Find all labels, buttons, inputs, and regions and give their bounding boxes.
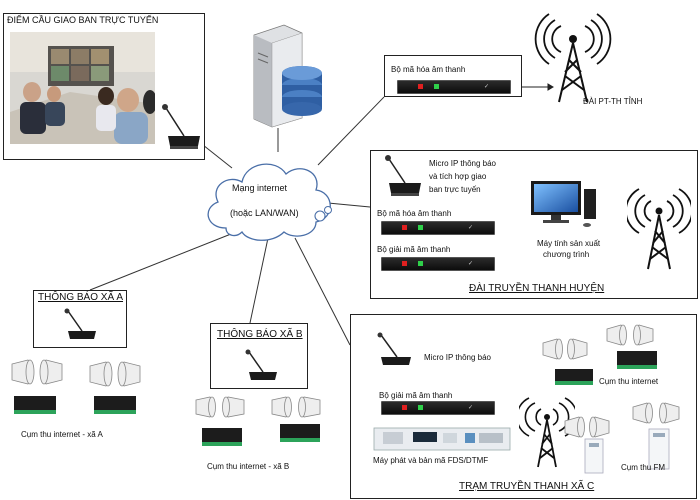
network-sublabel: (hoặc LAN/WAN) (230, 208, 299, 218)
video-conference-title: ĐIỂM CẦU GIAO BAN TRỰC TUYẾN (7, 15, 159, 25)
province-encoder-box: Bộ mã hóa âm thanh ✓ (384, 55, 522, 97)
commune-c-fm-cluster-label: Cụm thu FM (621, 463, 666, 472)
commune-b-title: THÔNG BÁO XÃ B (217, 329, 303, 340)
district-decoder-device: ✓ (381, 257, 495, 271)
video-conference-box: ĐIỂM CẦU GIAO BAN TRỰC TUYẾN (3, 13, 205, 160)
district-microphone-icon (385, 155, 421, 196)
line-conference (202, 144, 233, 169)
commune-b-microphone-icon (245, 349, 277, 380)
internet-cloud-icon (207, 163, 332, 241)
line-province (317, 96, 385, 166)
district-encoder-device: ✓ (381, 221, 495, 235)
line-commune-c (294, 237, 351, 346)
district-encoder-label: Bộ mã hóa âm thanh (377, 209, 452, 218)
commune-c-station-title: TRẠM TRUYỀN THANH XÃ C (459, 481, 595, 492)
network-label: Mạng internet (232, 183, 288, 193)
commune-a-microphone-icon (64, 308, 96, 339)
commune-c-microphone-icon (377, 332, 411, 365)
district-mic-label-2: và tích hợp giao (429, 172, 487, 181)
province-encoder-label: Bộ mã hóa âm thanh (391, 65, 466, 74)
fm-transmitter-device (373, 427, 511, 451)
server-database-icon (253, 24, 322, 128)
commune-b-box: THÔNG BÁO XÃ B (210, 323, 308, 389)
province-encoder-device: ✓ (397, 80, 511, 94)
transmitter-label: Máy phát và bản mã FDS/DTMF (373, 456, 489, 465)
conference-microphone-icon (162, 104, 200, 149)
district-mic-label-3: ban trực tuyến (429, 185, 481, 194)
district-decoder-label: Bộ giải mã âm thanh (377, 245, 451, 254)
commune-c-internet-receiver-cluster (542, 324, 657, 385)
commune-c-station-box: Micro IP thông báo Bộ giải mã âm thanh ✓… (350, 314, 697, 499)
production-computer-icon (531, 181, 596, 227)
commune-c-radio-tower-icon (519, 397, 575, 468)
district-station-box: Micro IP thông báo và tích hợp giao ban … (370, 150, 698, 299)
commune-c-decoder-device: ✓ (381, 401, 495, 415)
commune-b-receiver-cluster (195, 396, 321, 446)
commune-a-cluster-label: Cụm thu internet - xã A (21, 430, 103, 439)
district-station-title: ĐÀI TRUYỀN THANH HUYỆN (469, 283, 605, 294)
meeting-photo (10, 32, 155, 144)
pc-label-1: Máy tính sản xuất (537, 239, 601, 248)
commune-a-title: THÔNG BÁO XÃ A (38, 292, 124, 303)
commune-b-cluster-label: Cụm thu internet - xã B (207, 462, 290, 471)
line-commune-a (89, 231, 237, 291)
commune-c-fm-receiver-cluster (564, 402, 680, 474)
province-tower-label: ĐÀI PT-TH TỈNH (583, 97, 643, 106)
pc-label-2: chương trình (543, 250, 590, 259)
commune-c-decoder-label: Bộ giải mã âm thanh (379, 391, 453, 400)
commune-c-internet-cluster-label: Cụm thu internet (599, 377, 659, 386)
province-radio-tower-icon (534, 13, 612, 103)
line-district (327, 202, 371, 208)
district-radio-tower-icon (627, 188, 691, 270)
line-commune-b (249, 237, 269, 324)
district-mic-label-1: Micro IP thông báo (429, 159, 497, 168)
commune-c-mic-label: Micro IP thông báo (424, 353, 492, 362)
commune-a-receiver-cluster (11, 359, 141, 414)
commune-a-box: THÔNG BÁO XÃ A (33, 290, 127, 348)
